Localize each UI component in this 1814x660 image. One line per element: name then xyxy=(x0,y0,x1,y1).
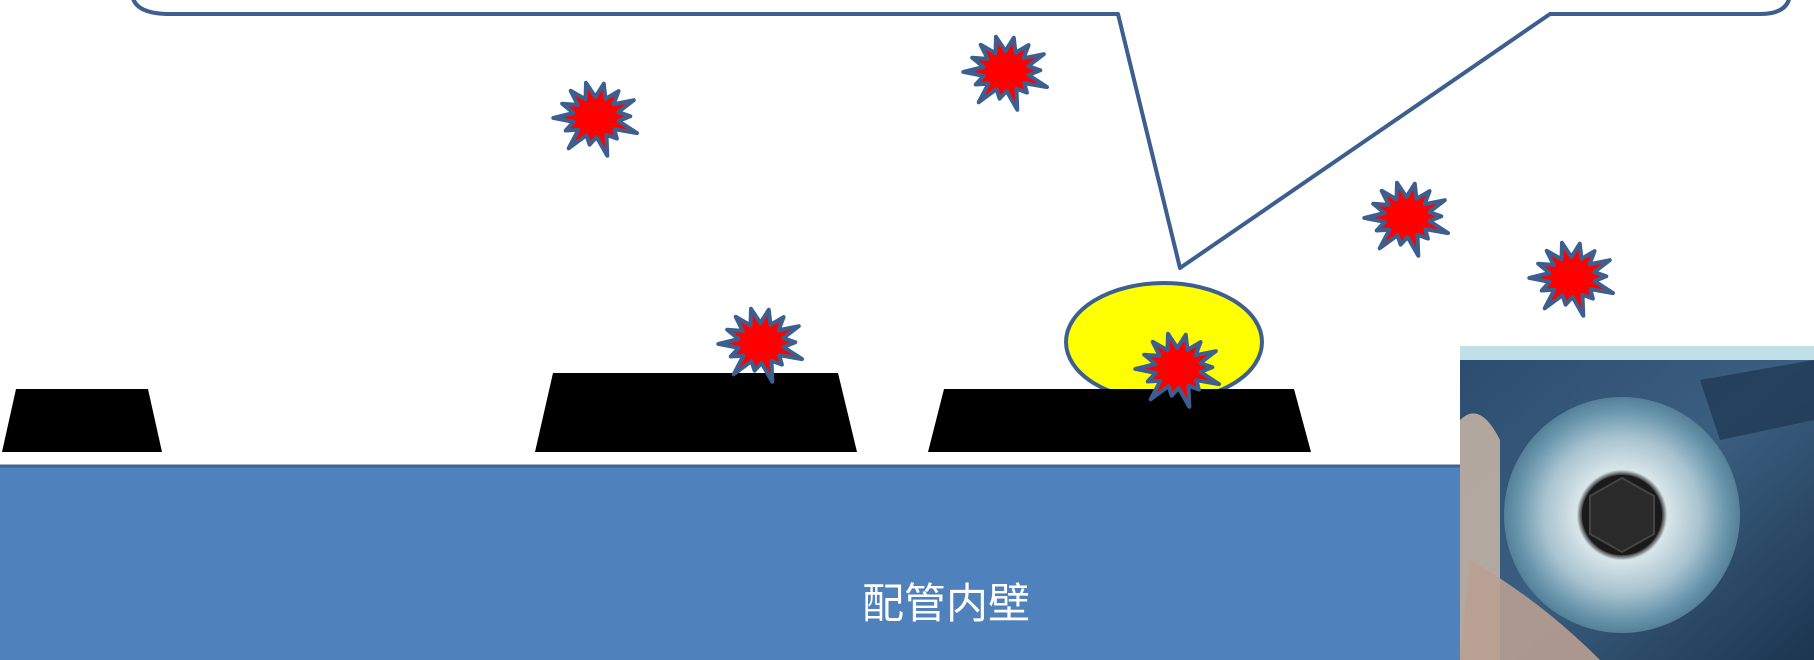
deposit-3 xyxy=(928,389,1311,452)
deposit-1 xyxy=(2,389,162,452)
particle-star-icon xyxy=(716,306,804,384)
particle-star-icon xyxy=(1527,240,1615,318)
particles xyxy=(551,34,1615,409)
particle-star-icon xyxy=(551,80,639,158)
pipe-wall-label: 配管内壁 xyxy=(862,579,1030,628)
particle-star-icon xyxy=(1133,331,1221,409)
pipe-fitting-photo xyxy=(1460,346,1814,660)
deposit-2 xyxy=(535,373,857,452)
particle-star-icon xyxy=(1362,180,1450,258)
callout-bubble xyxy=(131,0,1791,270)
particle-star-icon xyxy=(961,34,1049,112)
